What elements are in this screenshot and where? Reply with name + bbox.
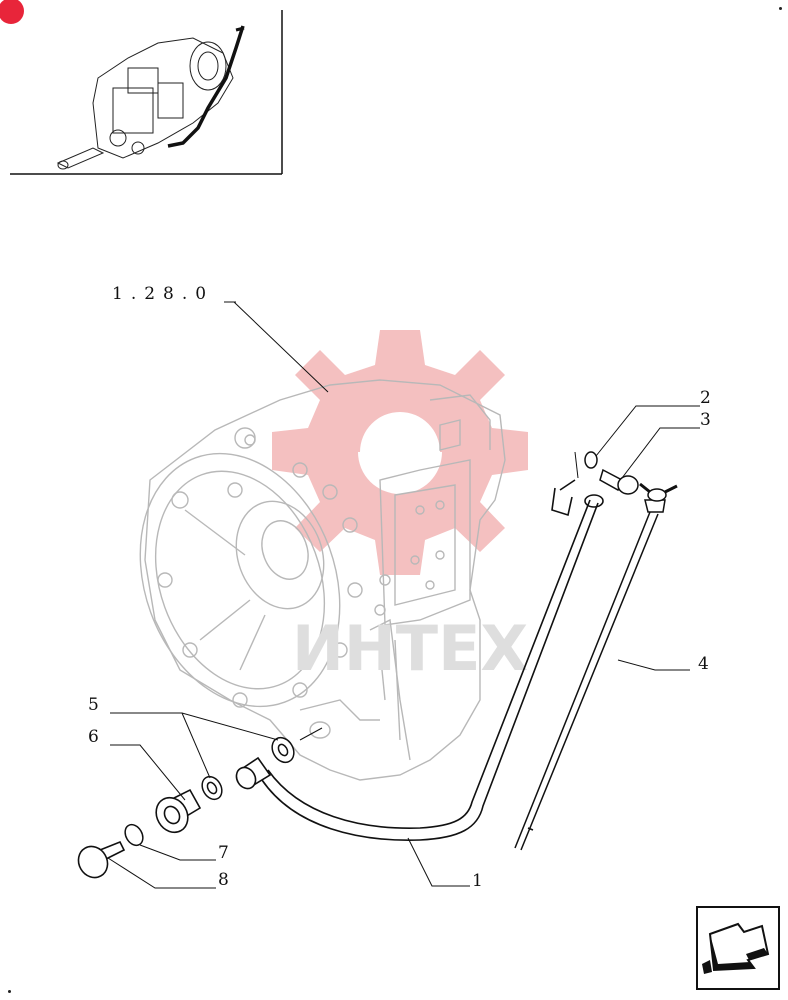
reference-code: 1.28.0 bbox=[112, 284, 215, 304]
corner-mark bbox=[8, 990, 11, 993]
washer-part-2 bbox=[584, 451, 598, 469]
watermark-logo-icon bbox=[272, 330, 528, 575]
callout-7: 7 bbox=[218, 843, 229, 863]
transmission-thumbnail-icon bbox=[10, 10, 283, 175]
callout-8: 8 bbox=[218, 870, 229, 890]
banjo-bolt-part-8 bbox=[77, 840, 126, 879]
next-page-button[interactable] bbox=[696, 906, 780, 990]
callout-6: 6 bbox=[88, 727, 99, 747]
dipstick-tube bbox=[235, 479, 604, 841]
banjo-fitting-part-6 bbox=[155, 788, 202, 834]
callout-5: 5 bbox=[88, 695, 99, 715]
watermark-text: ИНТЕХ bbox=[292, 612, 528, 685]
plug-part-3 bbox=[599, 468, 639, 495]
callout-2: 2 bbox=[700, 388, 711, 408]
callout-3: 3 bbox=[700, 410, 711, 430]
corner-mark bbox=[779, 7, 782, 10]
washer-part-7 bbox=[124, 823, 144, 847]
next-page-arrow-icon bbox=[702, 922, 770, 974]
red-dot-icon bbox=[0, 0, 24, 24]
callout-4: 4 bbox=[698, 654, 709, 674]
washer-part-5 bbox=[201, 736, 295, 801]
callout-1: 1 bbox=[472, 871, 483, 891]
overview-thumbnail bbox=[0, 0, 284, 176]
transmission-housing bbox=[139, 379, 506, 781]
dipstick-part-4 bbox=[514, 482, 678, 851]
